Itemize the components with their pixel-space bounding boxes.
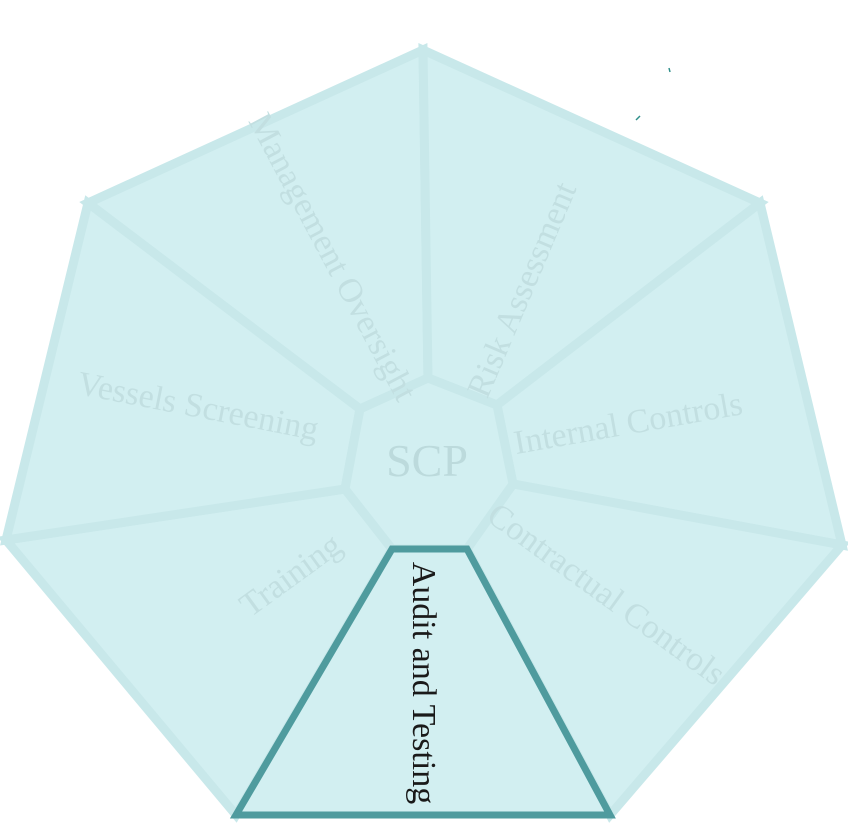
segment-audit-and-testing[interactable] — [229, 545, 616, 819]
stray-mark — [635, 115, 641, 121]
segment-label-audit-and-testing: Audit and Testing — [405, 562, 442, 805]
center-label: SCP — [386, 435, 468, 486]
stray-mark — [668, 67, 671, 73]
